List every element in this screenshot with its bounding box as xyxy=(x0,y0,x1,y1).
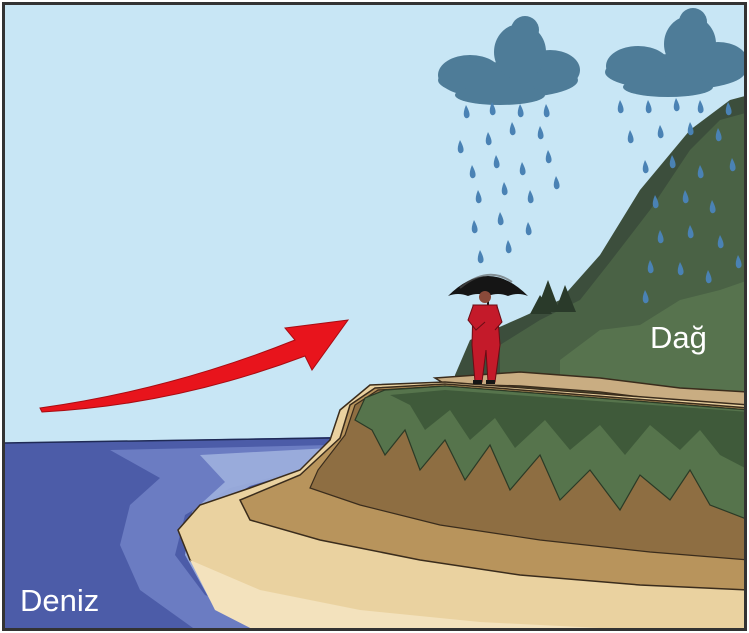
sea-label: Deniz xyxy=(20,583,99,618)
mountain-label: Dağ xyxy=(650,320,707,355)
